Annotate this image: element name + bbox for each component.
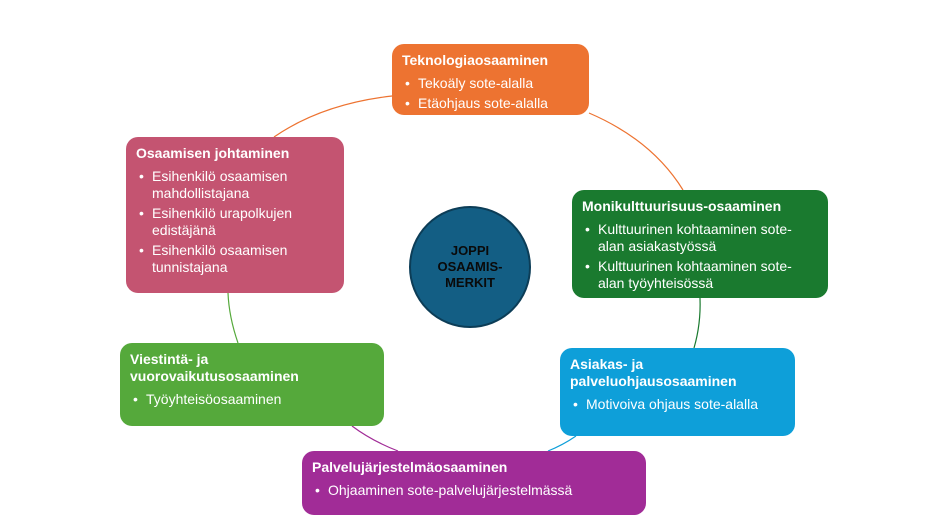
center-circle: JOPPI OSAAMIS- MERKIT [409,206,531,328]
box-monikulttuurisuus-osaaminen: Monikulttuurisuus-osaaminen Kulttuurinen… [572,190,828,298]
connector-osaaminen-teknologia [273,95,393,138]
list-item: Työyhteisöosaaminen [130,391,374,408]
box-title: Osaamisen johtaminen [136,145,290,161]
item-list: Kulttuurinen kohtaaminen sote-alan asiak… [582,221,818,292]
item-list: Työyhteisöosaaminen [130,391,374,408]
connector-palvelu-viestinta [351,425,399,452]
item-list: Tekoäly sote-alalla Etäohjaus sote-alall… [402,75,579,112]
connector-teknologia-monikulttuurisuus [588,112,684,191]
connector-viestinta-osaaminen [227,292,239,344]
box-palvelujarjestelmaosaaminen: Palvelujärjestelmäosaaminen Ohjaaminen s… [302,451,646,515]
box-teknologiaosaaminen: Teknologiaosaaminen Tekoäly sote-alalla … [392,44,589,115]
list-item: Esihenkilö osaamisen tunnistajana [136,242,334,276]
list-item: Tekoäly sote-alalla [402,75,579,92]
connector-monikulttuurisuus-asiakas [693,297,701,349]
box-title: Monikulttuurisuus-osaaminen [582,198,782,214]
box-title: Teknologiaosaaminen [402,52,548,68]
box-title: Viestintä- ja vuorovaikutusosaaminen [130,351,299,384]
list-item: Kulttuurinen kohtaaminen sote-alan asiak… [582,221,818,255]
item-list: Ohjaaminen sote-palvelujärjestelmässä [312,482,636,499]
list-item: Ohjaaminen sote-palvelujärjestelmässä [312,482,636,499]
box-asiakas-ja-palveluohjausosaaminen: Asiakas- ja palveluohjausosaaminen Motiv… [560,348,795,436]
item-list: Esihenkilö osaamisen mahdollistajana Esi… [136,168,334,276]
box-osaamisen-johtaminen: Osaamisen johtaminen Esihenkilö osaamise… [126,137,344,293]
center-label: JOPPI OSAAMIS- MERKIT [437,243,503,290]
box-viestinta-ja-vuorovaikutusosaaminen: Viestintä- ja vuorovaikutusosaaminen Työ… [120,343,384,426]
box-title: Palvelujärjestelmäosaaminen [312,459,508,475]
box-title: Asiakas- ja palveluohjausosaaminen [570,356,737,389]
list-item: Motivoiva ohjaus sote-alalla [570,396,785,413]
connector-asiakas-palvelu [547,435,577,452]
list-item: Etäohjaus sote-alalla [402,95,579,112]
list-item: Kulttuurinen kohtaaminen sote-alan työyh… [582,258,818,292]
list-item: Esihenkilö osaamisen mahdollistajana [136,168,334,202]
item-list: Motivoiva ohjaus sote-alalla [570,396,785,413]
list-item: Esihenkilö urapolkujen edistäjänä [136,205,334,239]
